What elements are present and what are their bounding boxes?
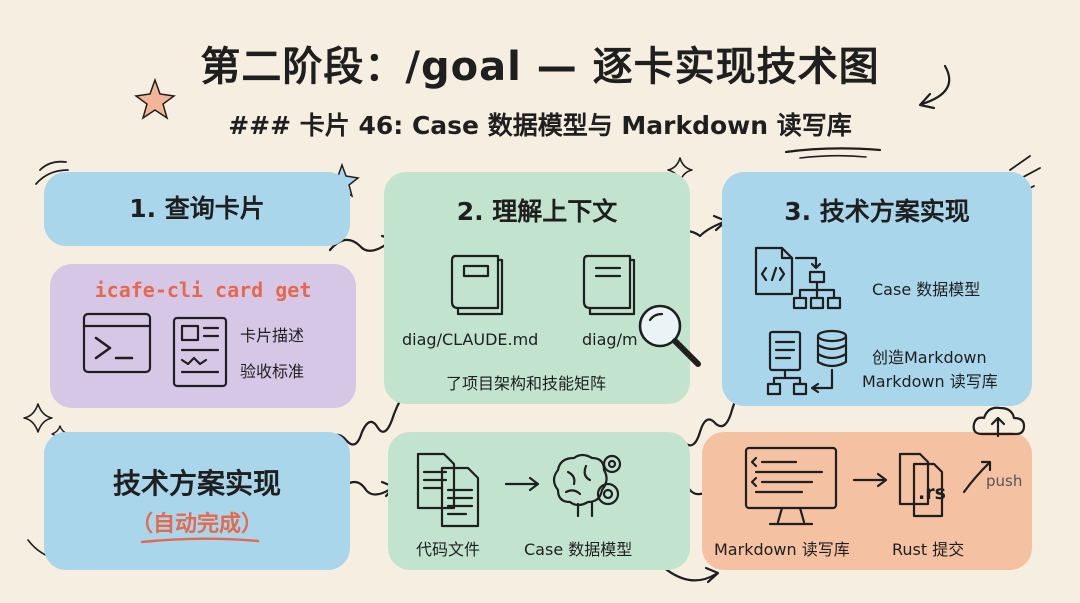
cloud-upload-icon [972,406,1026,438]
brain-gear-icon [552,453,622,518]
step-query-label: 1. 查询卡片 [129,194,265,223]
push-label: push [986,472,1023,490]
terminal-icon [82,312,152,374]
auto-label: 技术方案实现 [112,467,281,500]
auto-implementation-card: 技术方案实现 （自动完成） [44,432,350,570]
cli-command: icafe-cli card get [94,278,312,302]
curve-arrow-icon [920,64,951,106]
monitor-code-icon [744,446,838,526]
code-item-files: 代码文件 [416,540,481,559]
book-icon [450,254,504,316]
rust-files-icon [898,452,944,518]
arrow-icon [852,472,888,488]
page-subtitle: ### 卡片 46: Case 数据模型与 Markdown 读写库 [228,111,852,140]
context-doc-second: diag/m [582,330,638,349]
code-item-model: Case 数据模型 [524,540,633,559]
files-icon [416,452,480,528]
tech-item-model: Case 数据模型 [872,280,981,299]
markdown-item-rust: Rust 提交 [892,540,965,559]
arrow-icon [504,476,540,492]
rust-ext-label: .rs [918,482,946,504]
document-icon [172,316,228,388]
tech-item-markdown-create: 创造Markdown [872,348,987,367]
cli-item-acceptance: 验收标准 [240,362,305,381]
file-database-icon [766,329,848,396]
cli-item-description: 卡片描述 [240,326,305,345]
step-tech-label: 3. 技术方案实现 [784,197,970,226]
markdown-item-lib: Markdown 读写库 [714,540,850,559]
subtitle-underline [784,147,882,154]
code-files-card: 代码文件 Case 数据模型 [388,432,690,570]
star-icon [134,77,176,120]
auto-underline [140,537,260,544]
step-query-card: 1. 查询卡片 [44,172,350,246]
auto-sublabel: （自动完成） [130,512,263,537]
context-caption: 了项目架构和技能矩阵 [446,374,607,393]
page-title: 第二阶段：/goal — 逐卡实现技术图 [200,44,880,90]
push-arrow-icon [962,460,992,494]
context-doc-claude: diag/CLAUDE.md [402,330,539,349]
sparkle-icon [23,403,53,433]
code-file-tree-icon [754,246,842,310]
cli-card: icafe-cli card get 卡片描述 验收标准 [50,264,356,408]
step-tech-card: 3. 技术方案实现 Case 数据模型 创造Markdown Markdown … [722,172,1032,406]
step-context-card: 2. 理解上下文 diag/CLAUDE.md diag/m 了项目架构和技能矩… [384,172,701,404]
magnifier-icon [638,304,701,367]
tech-item-markdown-lib: Markdown 读写库 [862,372,998,391]
step-context-label: 2. 理解上下文 [456,197,618,226]
markdown-rust-card: .rs push Markdown 读写库 Rust 提交 [702,406,1032,570]
book-icon [582,254,636,316]
